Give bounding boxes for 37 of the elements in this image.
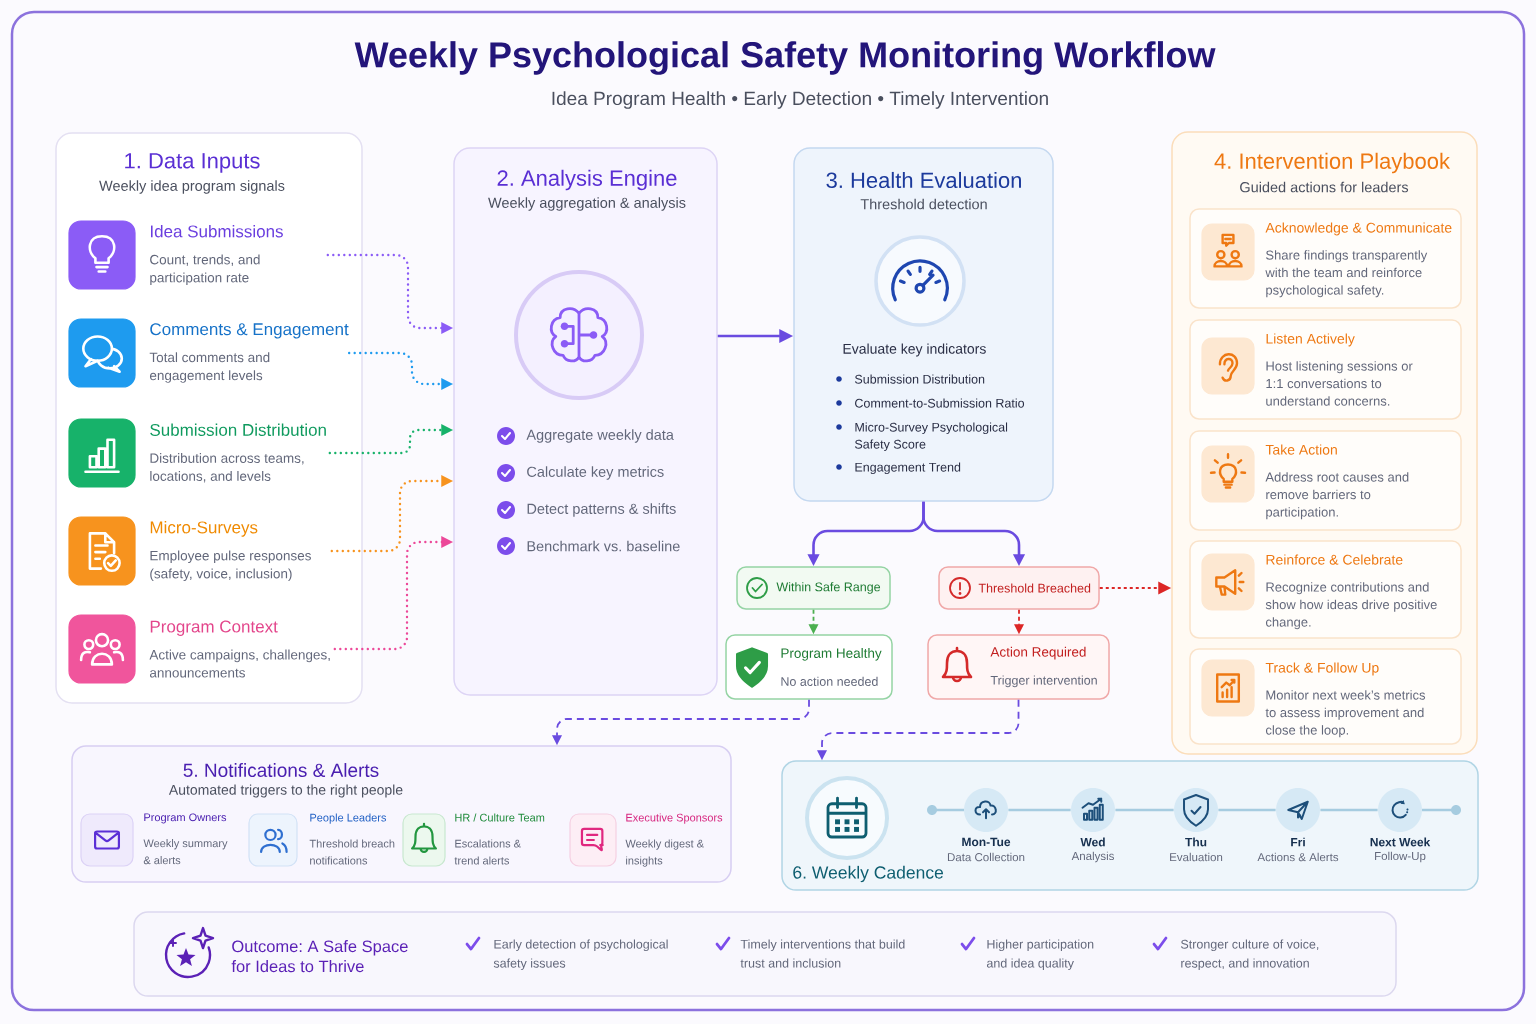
checklist-item: Aggregate weekly data — [526, 429, 674, 443]
result-card: Action Required Trigger intervention — [927, 634, 1110, 700]
recipient-text: Program Owners Weekly summary & alerts — [143, 813, 228, 865]
timeline-step: Next Week Follow-Up — [1370, 788, 1431, 863]
indicator-heading: Evaluate key indicators — [843, 343, 986, 357]
timeline-step: Thu Evaluation — [1170, 788, 1223, 862]
data-source-text: Submission Distribution Distribution across teams, locations, and levels — [150, 423, 326, 483]
timeline-step: Wed Analysis — [1071, 788, 1115, 863]
indicator-item: Engagement Trend — [855, 462, 961, 475]
data-source-text: Micro-Surveys Employee pulse responses (safety, voice, inclusion) — [150, 520, 311, 582]
timeline-step: Mon-Tue Data Collection — [947, 788, 1025, 862]
checklist-item: Detect patterns & shifts — [527, 503, 676, 517]
data-source-text: Comments & Engagement Total comments and engagement levels — [149, 323, 349, 383]
result-card: Program Healthy No action needed — [725, 634, 893, 700]
title: Weekly Psychological Safety Monitoring Workflow — [354, 41, 1216, 75]
outcome-point: Early detection of psychological safety issues — [493, 939, 668, 971]
checklist-item: Calculate key metrics — [527, 466, 664, 480]
connector-line — [1320, 808, 1378, 812]
timeline-step: Fri Actions & Alerts — [1257, 788, 1339, 862]
status-box: Threshold Breached — [938, 566, 1100, 610]
connector-line — [1218, 808, 1276, 812]
status-box: Within Safe Range — [736, 566, 891, 610]
connector-line — [1008, 808, 1071, 812]
outcome-point: Higher participation and idea quality — [986, 939, 1094, 971]
indicator-item: Comment-to-Submission Ratio — [855, 398, 1025, 408]
outcome-point: Stronger culture of voice, respect, and innovation — [1181, 939, 1319, 971]
connector-line — [1115, 808, 1174, 812]
data-source-text: Program Context Active campaigns, challenges, announcements — [149, 620, 330, 678]
indicator-item: Submission Distribution — [854, 374, 985, 384]
data-source-text: Idea Submissions Count, trends, and participation rate — [150, 224, 283, 286]
recipient-text: Executive Sponsors Weekly digest & insights — [625, 813, 723, 867]
indicator-item: Micro-Survey Psychological Safety Score — [854, 422, 1008, 452]
subtitle: Idea Program Health • Early Detection • Timely Intervention — [552, 91, 1048, 109]
outcome-point: Timely interventions that build trust and inclusion — [740, 939, 905, 968]
recipient-text: People Leaders Threshold breach notifications — [309, 813, 395, 865]
checklist-item: Benchmark vs. baseline — [527, 540, 680, 552]
recipient-text: HR / Culture Team Escalations & trend alerts — [454, 813, 545, 865]
